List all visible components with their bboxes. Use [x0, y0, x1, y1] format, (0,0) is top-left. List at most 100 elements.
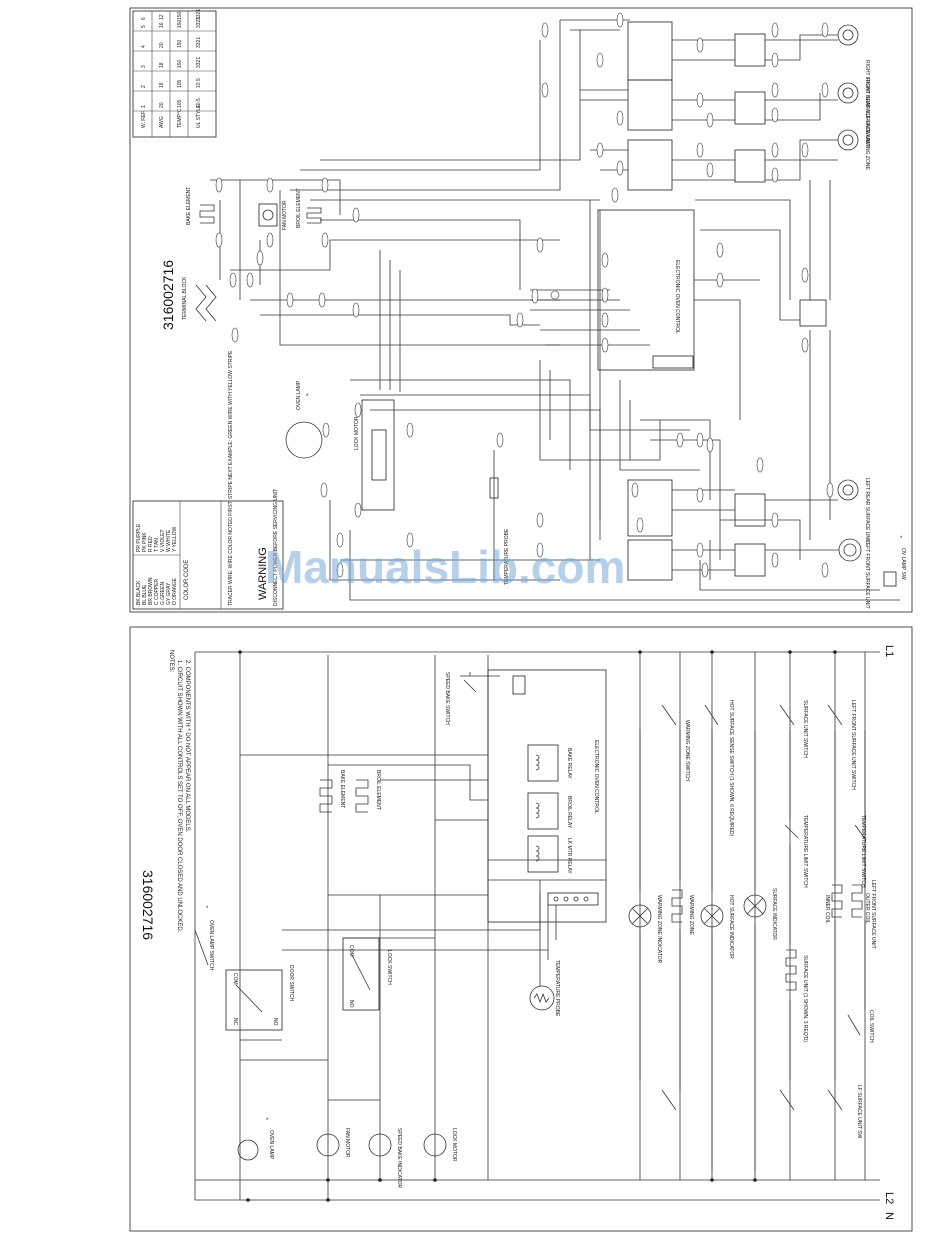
wire-table-cell: 18	[159, 82, 165, 88]
wire-table-cell: 18	[159, 62, 165, 68]
door-switch-label: DOOR SWITCH	[288, 965, 294, 1001]
warning-text: DISCONNECT POWER BEFORE SERVICING UNIT	[273, 489, 279, 606]
oven-lamp-symbol: OVEN LAMP *	[285, 380, 323, 459]
lock-no-label: NO	[348, 1000, 354, 1008]
wire-table-cell: 10.5	[196, 78, 202, 88]
door-nc-label: NC	[232, 1018, 238, 1026]
wire-table-cell: 20	[159, 102, 165, 108]
line-l2-label: L2	[883, 1192, 895, 1204]
lf-surface-unit-sw-label: LF SURFACE UNIT SW	[856, 1085, 862, 1139]
color-code-entry: G GREEN	[160, 582, 166, 605]
bake-relay-label: BAKE RELAY	[566, 748, 572, 779]
electronic-oven-control-box: ELECTRONIC OVEN CONTROL BAKE RELAY BROIL…	[487, 669, 607, 923]
asterisk-icon: *	[900, 536, 903, 542]
bake-element-bottom-label: BAKE ELEMENT	[339, 770, 345, 808]
left-front-unit-label: LEFT FRONT SURFACE UNIT	[870, 880, 876, 949]
wire-table-cell: 150	[177, 19, 183, 28]
wire-table-cell: 150	[177, 59, 183, 68]
wire-table-cell: 3321	[196, 57, 202, 68]
color-code-entry: T TAN	[154, 538, 160, 552]
surface-unit-warming-zone: WARMING ZONE	[837, 129, 870, 170]
oven-lamp-switch-top: * OV LAMP SW	[883, 536, 906, 587]
wire-table-cell: 12	[159, 14, 165, 20]
surface-unit-circuit: SURFACE UNIT SWITCH TEMPERATURE LIMIT SW…	[743, 700, 808, 1111]
notes-title: NOTES:	[168, 650, 174, 673]
wire-table-cell: 2	[141, 85, 147, 88]
lock-motor-bottom: LOCK MOTOR	[423, 1128, 457, 1162]
surface-unit-label: SURFACE UNIT (1 SHOWN, 3 REQ'D)	[802, 955, 808, 1042]
warming-zone-switch-label: WARMING ZONE SWITCH	[684, 720, 690, 781]
wire-table-cell: 150	[177, 11, 183, 20]
color-code-entry: Y YELLOW	[172, 526, 178, 552]
schematic-wiring	[240, 730, 866, 1170]
top-wiring-diagram: W. REF. AWG TEMP°C UL STYLE 1 20 105 10.…	[129, 7, 913, 613]
warming-zone-label: WARMING ZONE	[864, 130, 870, 170]
lock-motor-label: LOCK MOTOR	[354, 416, 360, 450]
warming-zone-indicator-label: WARMING ZONE INDICATOR	[656, 895, 662, 964]
lock-motor-bottom-label: LOCK MOTOR	[451, 1128, 457, 1162]
speed-bake-switch-symbol: SPEED BAKE SWITCH	[444, 672, 526, 725]
temperature-probe-bottom: TEMPERATURE PROBE	[529, 960, 560, 1017]
switch-block-upper	[627, 21, 766, 191]
color-code-entry: C COPPER	[154, 578, 160, 605]
color-code-entry: PK PINK	[142, 532, 148, 552]
wiring-runs	[210, 19, 900, 601]
asterisk-icon: *	[206, 906, 209, 912]
surface-unit-left-front: LEFT FRONT SURFACE UNIT	[838, 538, 870, 609]
wire-table-header-awg: AWG	[159, 116, 165, 128]
color-code-entry: R RED	[148, 536, 154, 552]
wire-table-cell: 16	[159, 22, 165, 28]
color-code-title: COLOR CODE	[184, 560, 190, 600]
part-number-top: 316002716	[160, 260, 176, 330]
warming-zone-bottom-label: WARMING ZONE	[688, 895, 694, 935]
surface-unit-right-rear: RIGHT REAR SURFACE UNIT	[837, 78, 870, 147]
color-code-box: WARNING DISCONNECT POWER BEFORE SERVICIN…	[132, 350, 284, 610]
line-n-label: N	[883, 1212, 895, 1220]
wire-table-cell: 3321	[196, 17, 202, 28]
inner-coil-label: INNER COIL	[824, 895, 830, 924]
bottom-diagram-border	[129, 626, 913, 1232]
broil-element-bottom-label: BROIL ELEMENT	[375, 770, 381, 810]
lock-switch-symbol: LOCK SWITCH COM NO	[342, 937, 392, 1011]
temperature-probe-symbol: TEMPERATURE PROBE	[489, 450, 510, 585]
bake-element-bottom: BAKE ELEMENT	[319, 770, 345, 813]
wire-table-cell: 20	[159, 42, 165, 48]
wire-table-cell: 3	[141, 65, 147, 68]
part-number-bottom: 316002716	[140, 870, 156, 940]
color-code-entry: BL BLUE	[142, 584, 148, 605]
door-switch-symbol: DOOR SWITCH COM NC NO	[225, 965, 294, 1031]
wire-table-cell: 150	[177, 39, 183, 48]
left-rear-label: LEFT REAR SURFACE UNIT	[864, 478, 870, 543]
right-front-label: RIGHT FRONT SURFACE UNIT	[864, 60, 870, 132]
wire-table-cell: 1	[141, 105, 147, 108]
eoc-label: ELECTRONIC OVEN CONTROL	[674, 260, 680, 334]
door-com-label: COM	[232, 973, 238, 985]
wire-table-cell: 105	[177, 79, 183, 88]
color-code-entry: GY GRAY	[166, 582, 172, 605]
wire-table-cell: 4	[141, 45, 147, 48]
terminal-block-label: TERMINAL BLOCK	[182, 276, 188, 320]
color-code-entry: PR PURPLE	[136, 523, 142, 552]
speed-bake-indicator-label: SPEED BAKE INDICATOR	[396, 1128, 402, 1188]
wire-table-cell: 5	[141, 25, 147, 28]
wire-table-cell: 10.5	[196, 98, 202, 108]
electronic-oven-control-block: ELECTRONIC OVEN CONTROL	[597, 209, 695, 371]
speed-bake-switch-label: SPEED BAKE SWITCH	[444, 672, 450, 725]
broil-element-symbol: BROIL ELEMENT	[296, 188, 322, 228]
ov-lamp-sw-label: OV LAMP SW	[900, 548, 906, 580]
lock-com-label: COM	[348, 945, 354, 957]
hot-surface-circuit: HOT SURFACE SENSE SWITCH (1 SHOWN, 6 REQ…	[700, 700, 734, 959]
left-front-switch-label: LEFT FRONT SURFACE UNIT SWITCH	[850, 700, 856, 790]
surface-unit-left-rear: LEFT REAR SURFACE UNIT	[837, 478, 870, 543]
lf-temperature-limit-label: TEMPERATURE LIMIT SWITCH	[860, 815, 866, 888]
oven-lamp-bottom: * OVEN LAMP	[237, 1118, 274, 1161]
fan-motor-symbol: FAN MOTOR	[258, 200, 288, 230]
color-code-entry: BR BROWN	[148, 577, 154, 605]
asterisk-icon: *	[266, 1118, 269, 1124]
hot-surface-indicator-label: HOT SURFACE INDICATOR	[728, 895, 734, 959]
oven-lamp-label: OVEN LAMP	[296, 380, 302, 410]
fan-motor-bottom-label: FAN MOTOR	[344, 1128, 350, 1158]
wire-table: W. REF. AWG TEMP°C UL STYLE 1 20 105 10.…	[132, 9, 217, 138]
temperature-limit-switch-label: TEMPERATURE LIMIT SWITCH	[802, 815, 808, 888]
